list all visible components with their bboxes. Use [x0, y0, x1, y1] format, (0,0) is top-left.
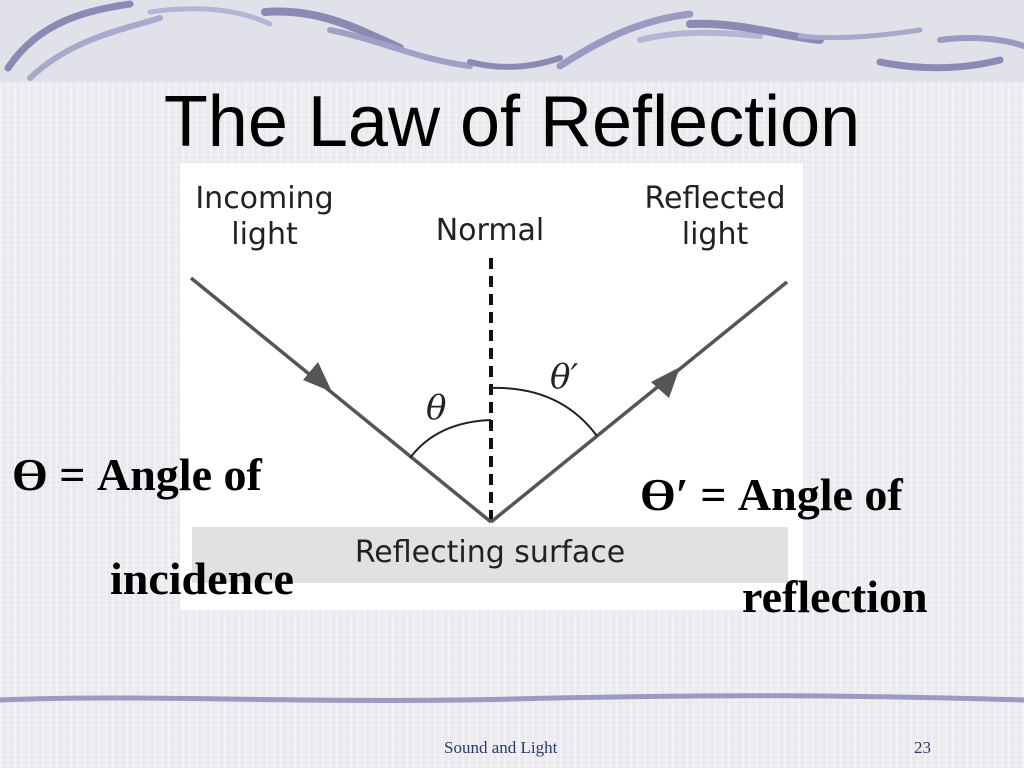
theta-label: θ — [426, 388, 447, 428]
reflected-light-label: Reflected light — [644, 181, 786, 252]
slide-title: The Law of Reflection — [163, 82, 861, 162]
reflecting-surface — [192, 527, 788, 583]
normal-label: Normal — [435, 213, 545, 248]
footer-title: Sound and Light — [444, 738, 558, 757]
angle-of-incidence-caption: ϴ = Angle of — [12, 449, 262, 500]
reflection-caption: reflection — [742, 571, 928, 622]
incoming-ray — [189, 276, 493, 524]
decorative-wave-divider — [0, 690, 1024, 710]
reflecting-surface-label: Reflecting surface — [354, 535, 626, 570]
angle-of-reflection-arc — [490, 386, 598, 437]
reflected-ray — [489, 280, 789, 524]
incoming-arrowhead — [303, 362, 332, 392]
theta-prime-label: θ′ — [550, 357, 579, 397]
incoming-light-label: Incoming light — [195, 181, 334, 252]
angle-of-reflection-caption: ϴ′ = Angle of — [640, 469, 903, 520]
page-number: 23 — [914, 738, 931, 757]
decorative-wave-header — [0, 0, 1024, 82]
angle-of-incidence-arc — [409, 419, 492, 459]
incidence-caption: incidence — [110, 553, 294, 604]
reflected-arrowhead — [651, 367, 680, 398]
